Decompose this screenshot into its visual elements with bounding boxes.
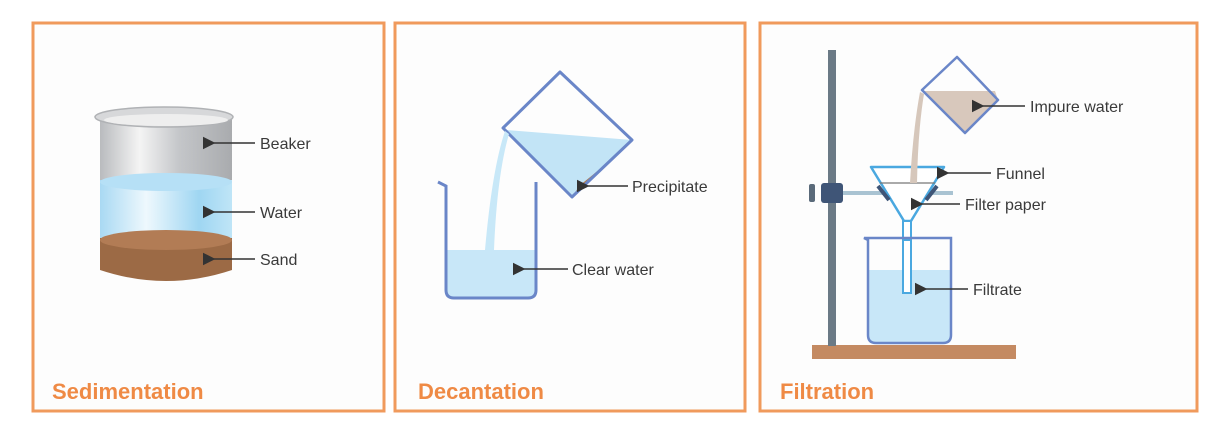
panel-title-filtration: Filtration: [780, 379, 874, 404]
filtrate-label: Filtrate: [973, 282, 1022, 299]
clear-water-label: Clear water: [572, 262, 654, 279]
beaker-label: Beaker: [260, 136, 311, 153]
pouring-stream: [910, 92, 924, 183]
sedimentation-panel: Beaker Water Sand Sedimentation: [31, 21, 386, 413]
water-label: Water: [260, 205, 303, 222]
panel-title-sedimentation: Sedimentation: [52, 379, 204, 404]
precipitate-label: Precipitate: [632, 179, 708, 196]
pouring-stream: [485, 131, 509, 250]
filter-paper-label: Filter paper: [965, 197, 1047, 214]
sand-label: Sand: [260, 252, 297, 269]
panel-title-decantation: Decantation: [418, 379, 544, 404]
funnel-label: Funnel: [996, 166, 1045, 183]
receiving-beaker-illustration: [437, 180, 538, 300]
decantation-panel: Precipitate Clear water Decantation: [393, 21, 747, 413]
impure-water-label: Impure water: [1030, 99, 1124, 116]
stand-base: [812, 345, 1016, 359]
beaker-illustration: [94, 106, 234, 281]
panel-frame: [393, 21, 747, 413]
filtration-panel: Impure water Funnel Filter paper Filtrat…: [758, 21, 1199, 413]
